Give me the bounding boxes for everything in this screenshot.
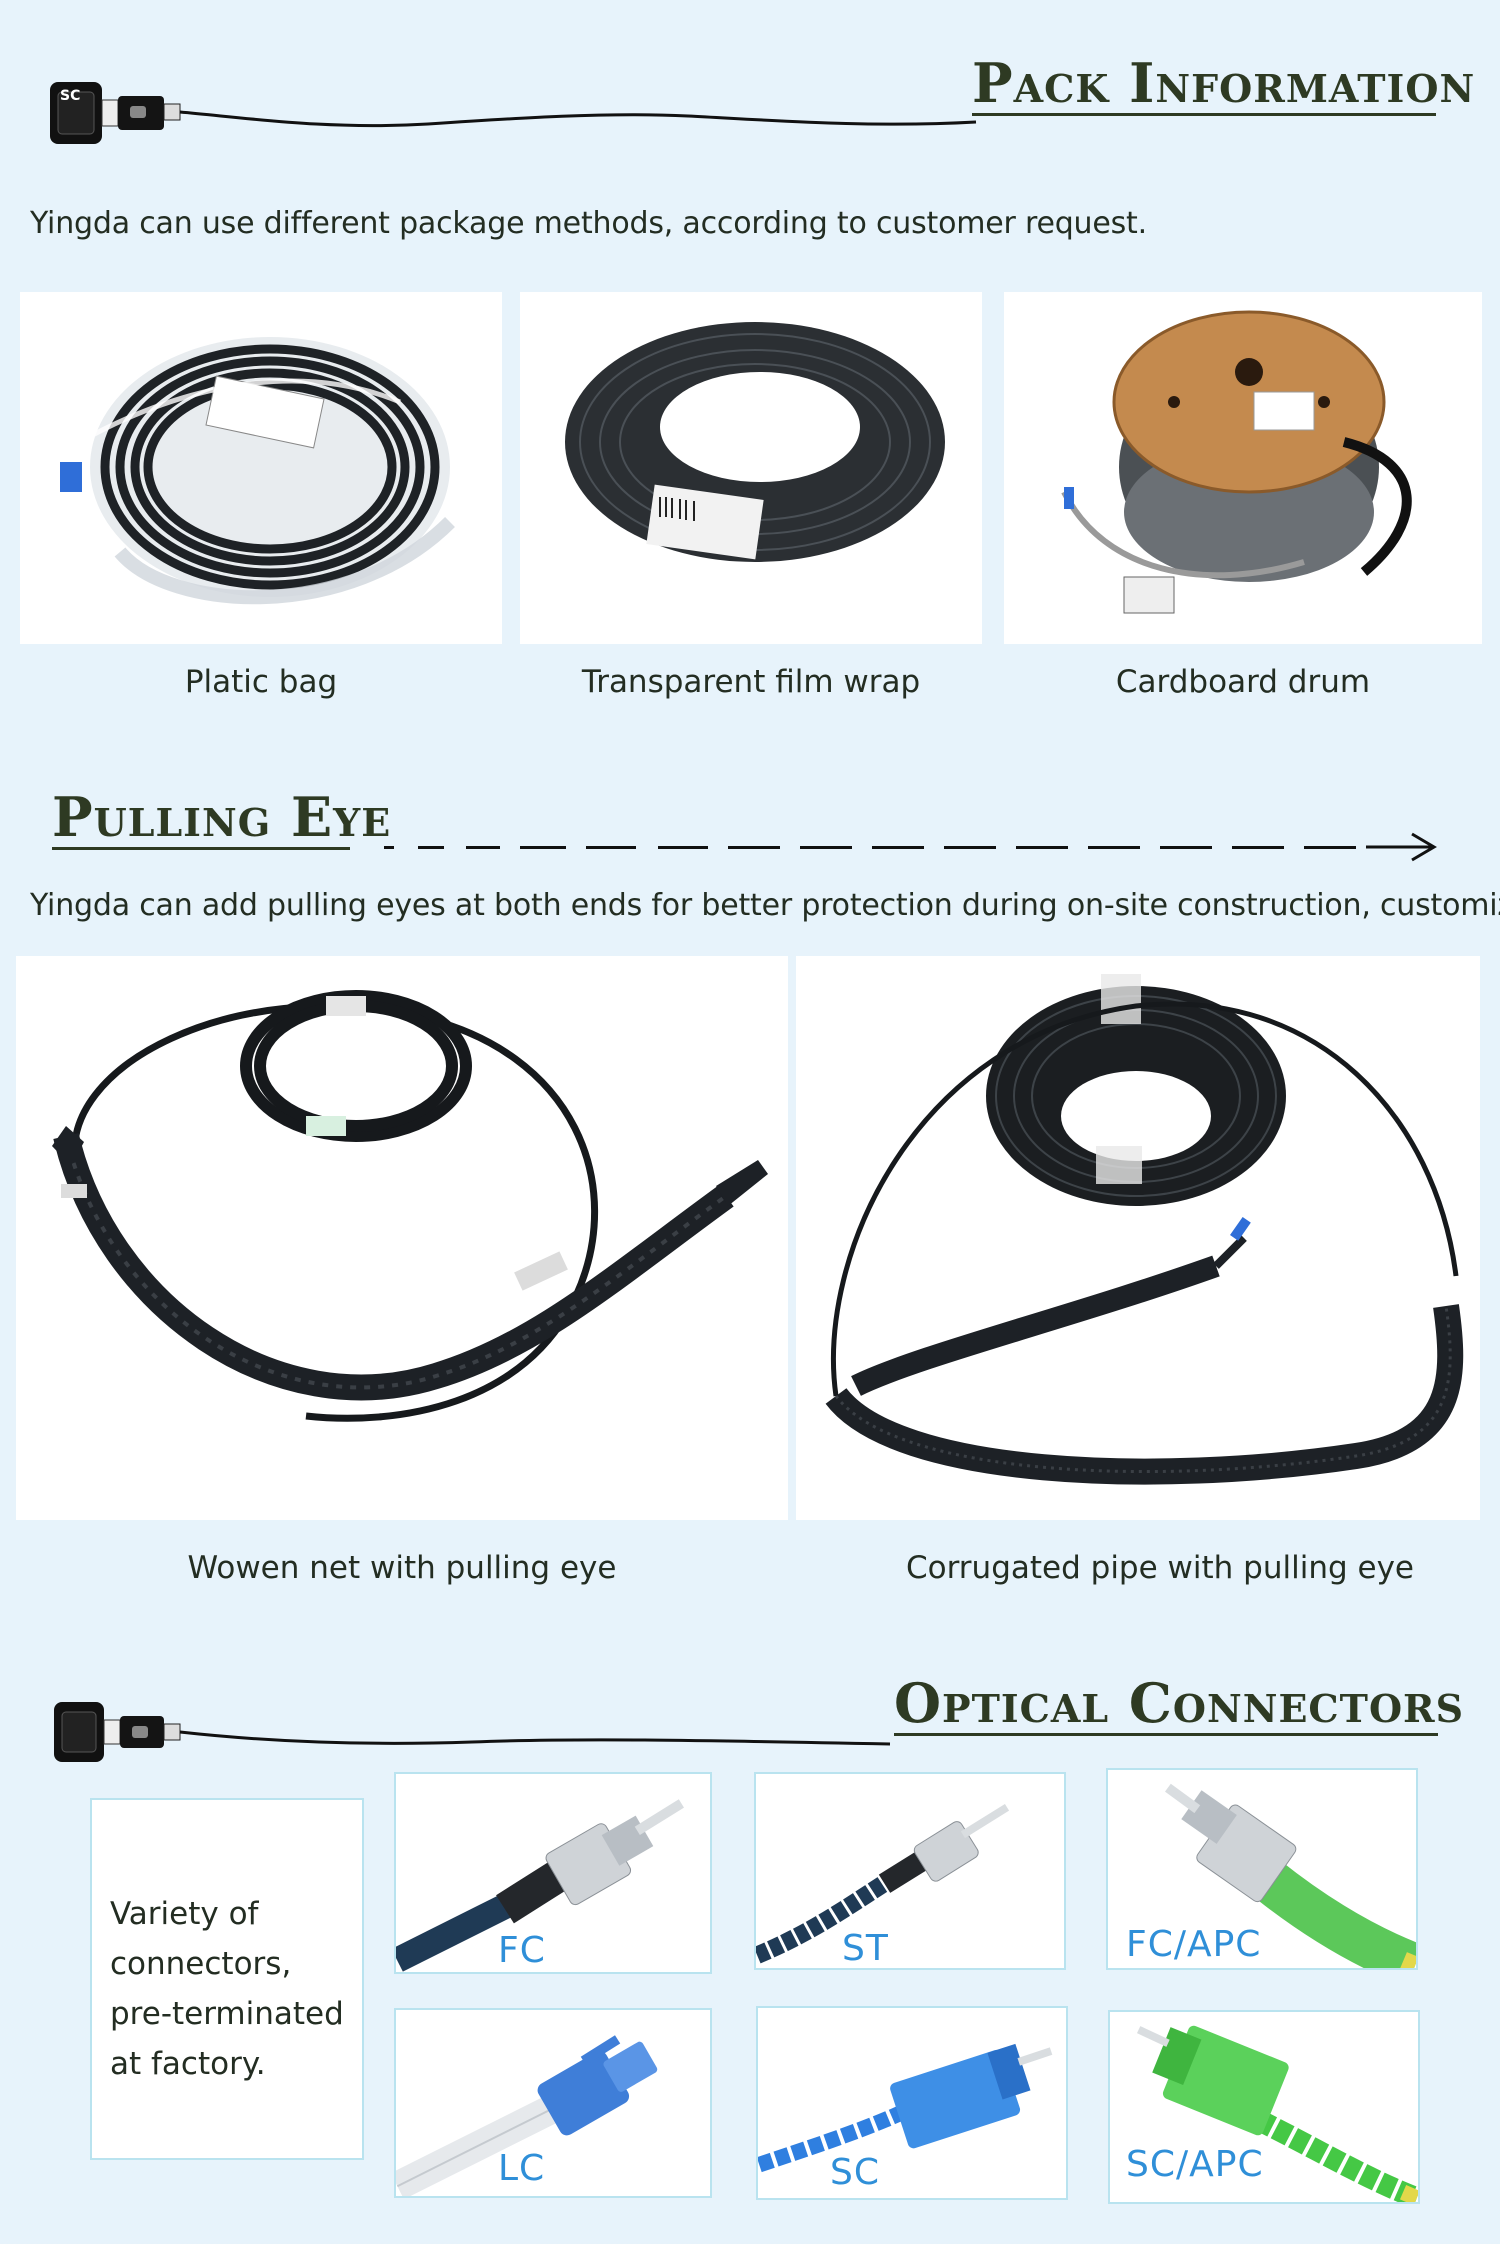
fc-apc-label: FC/APC bbox=[1126, 1924, 1262, 1965]
pulling-eye-intro: Yingda can add pulling eyes at both ends… bbox=[30, 888, 1500, 923]
fc-connector-tile bbox=[394, 1772, 712, 1974]
page-title: Pack Information bbox=[972, 51, 1476, 115]
pulling-eye-underline bbox=[52, 847, 350, 850]
sc-connector-icon bbox=[50, 82, 977, 144]
description-line: connectors, bbox=[110, 1946, 292, 1982]
cardboard-drum-photo bbox=[1004, 292, 1482, 644]
connectors-title: Optical Connectors bbox=[894, 1671, 1465, 1735]
connectors-description-box: Variety of connectors, pre-terminated at… bbox=[90, 1798, 364, 2160]
pack-caption-1: Platic bag bbox=[184, 664, 338, 700]
woven-net-photo bbox=[16, 956, 788, 1520]
sc-label: SC bbox=[830, 2152, 880, 2193]
sc-apc-connector-tile bbox=[1108, 2010, 1420, 2204]
sc-connector-tile bbox=[756, 2006, 1068, 2200]
corrugated-pipe-photo bbox=[796, 956, 1480, 1520]
description-line: at factory. bbox=[110, 2046, 266, 2082]
pulling-eye-title: Pulling Eye bbox=[52, 785, 392, 849]
fc-label: FC bbox=[498, 1930, 546, 1971]
description-line: Variety of bbox=[110, 1896, 259, 1932]
film-wrap-photo bbox=[520, 292, 982, 644]
pulling-caption-2: Corrugated pipe with pulling eye bbox=[906, 1550, 1414, 1586]
plastic-bag-photo bbox=[20, 292, 502, 644]
description-line: pre-terminated bbox=[110, 1996, 344, 2032]
pulling-caption-1: Wowen net with pulling eye bbox=[187, 1550, 617, 1586]
lc-connector-tile bbox=[394, 2008, 712, 2198]
connectors-underline bbox=[894, 1733, 1438, 1736]
st-connector-tile bbox=[754, 1772, 1066, 1970]
sc-apc-label: SC/APC bbox=[1126, 2144, 1264, 2185]
pack-intro: Yingda can use different package methods… bbox=[30, 206, 1147, 241]
connector-badge: SC bbox=[60, 88, 81, 104]
lc-label: LC bbox=[498, 2148, 546, 2189]
fc-apc-connector-tile bbox=[1106, 1768, 1418, 1970]
title-underline bbox=[972, 113, 1436, 116]
pack-caption-3: Cardboard drum bbox=[1115, 664, 1371, 700]
connectors-header: Optical Connectors bbox=[0, 1672, 1500, 1782]
st-label: ST bbox=[842, 1928, 889, 1969]
pack-caption-2: Transparent film wrap bbox=[581, 664, 921, 700]
pack-header: SC Pack Information bbox=[0, 40, 1500, 160]
arrow-head-icon bbox=[1366, 832, 1437, 862]
sc-connector-icon-2 bbox=[54, 1702, 891, 1762]
